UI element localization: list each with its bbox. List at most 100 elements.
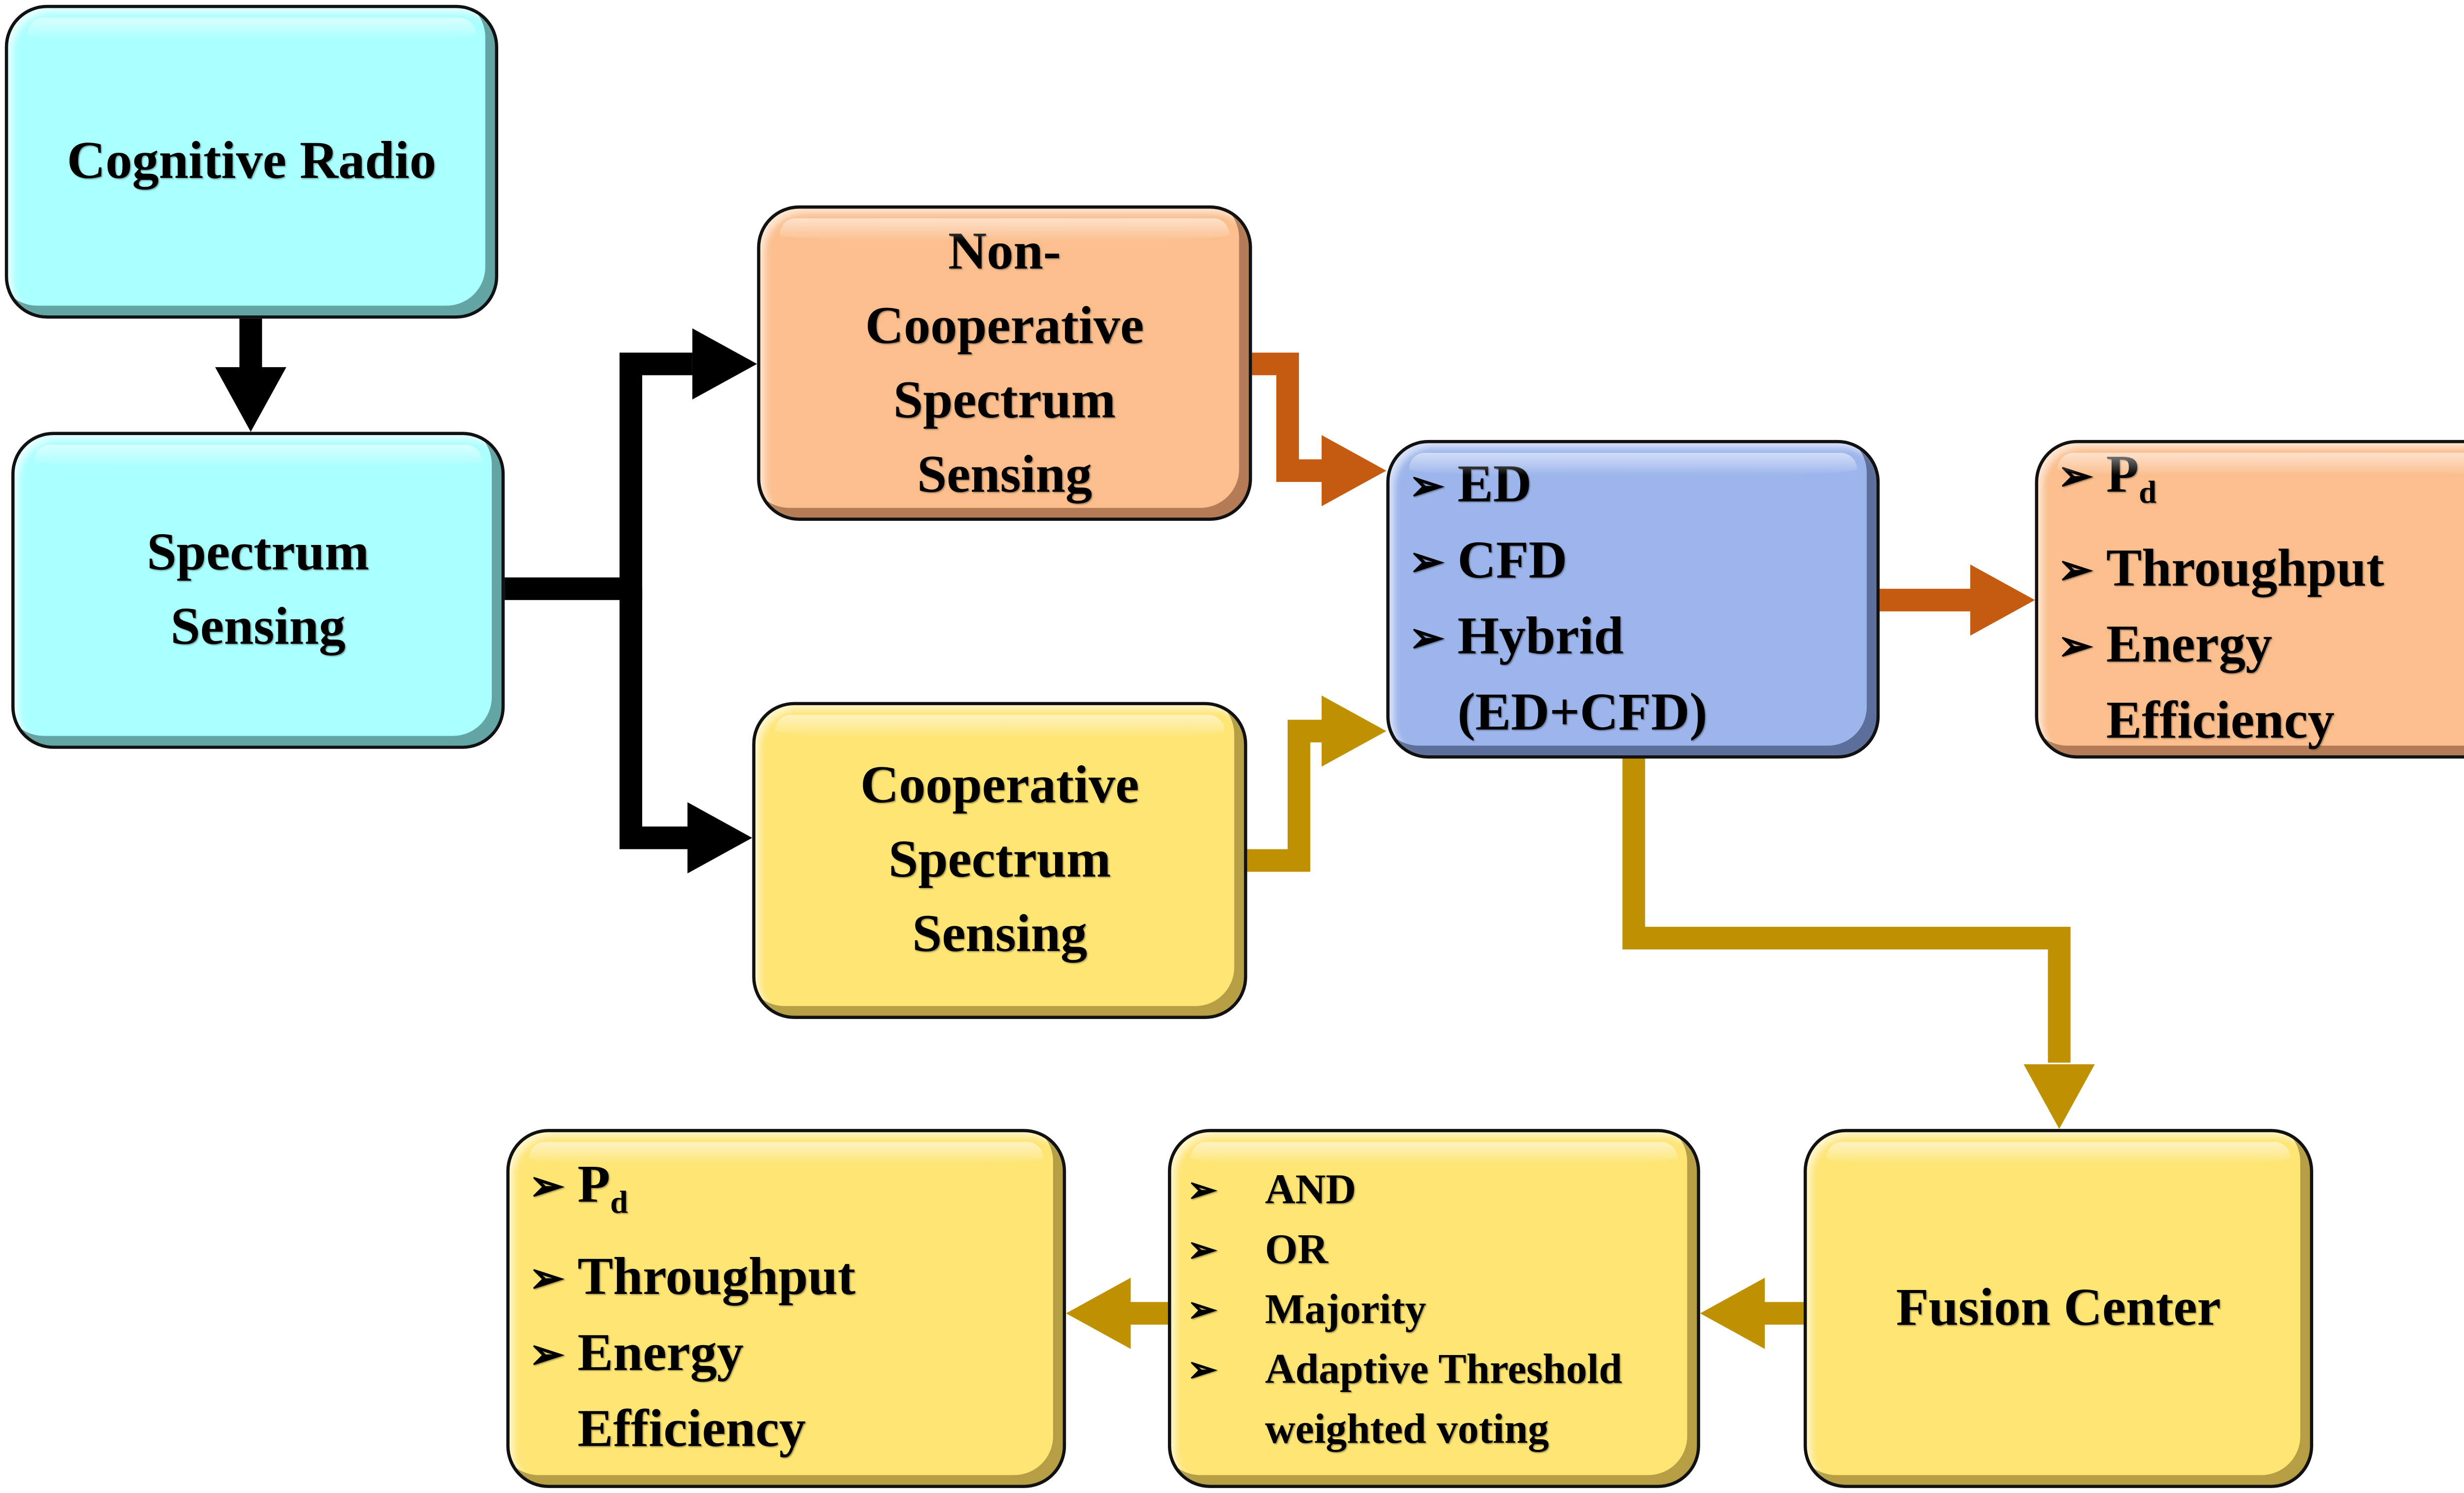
node-metrics-noncooperative[interactable]: ➢ Pd ➢Throughput ➢ Energy Efficiency: [2035, 440, 2464, 759]
item-text: weighted voting: [1265, 1404, 1549, 1452]
node-label-line: Spectrum: [146, 524, 370, 582]
list-item: ➢ Energy: [2057, 608, 2464, 684]
item-text: Hybrid: [1457, 607, 1624, 666]
item-text: Majority: [1265, 1285, 1426, 1332]
item-text: Throughput: [577, 1249, 856, 1308]
arrowhead-bullet-icon: ➢: [1187, 1348, 1217, 1389]
item-text: Energy: [2106, 616, 2272, 675]
connector-line: [1252, 352, 1330, 482]
node-cooperative-sensing[interactable]: Cooperative Spectrum Sensing: [752, 702, 1247, 1019]
item-text: ED: [1457, 455, 1532, 514]
arrowhead-icon: [687, 802, 753, 874]
connector-fusion-center-to-fusion-rules: [1700, 1278, 1804, 1349]
node-metrics-cooperative[interactable]: ➢ Pd ➢ Throughput ➢ Energy Efficiency: [506, 1129, 1066, 1488]
arrowhead-bullet-icon: ➢: [2057, 622, 2093, 670]
list-item: ➢ Pd: [2057, 439, 2464, 532]
arrowhead-bullet-icon: ➢: [529, 1255, 564, 1303]
node-detection-methods[interactable]: ➢ ED ➢ CFD ➢ Hybrid (ED+CFD): [1386, 440, 1880, 759]
connector-line: [1247, 719, 1330, 872]
node-fusion-center[interactable]: Fusion Center: [1803, 1129, 2313, 1488]
list-item: ➢ Energy: [529, 1317, 1062, 1393]
connector-cooperative-to-detection-methods: [1247, 695, 1387, 872]
item-text: CFD: [1457, 531, 1568, 590]
arrowhead-icon: [1970, 564, 2035, 636]
node-label-line: Sensing: [912, 906, 1088, 964]
item-text: Adaptive Threshold: [1265, 1345, 1622, 1392]
node-label-line: Sensing: [917, 445, 1093, 504]
list-item-continuation: Efficiency: [529, 1393, 1062, 1469]
pd-subscript: d: [2139, 475, 2157, 511]
item-text: Energy: [577, 1325, 744, 1384]
connector-cognitive-radio-to-spectrum-sensing: [215, 318, 287, 432]
connector-line: [1622, 758, 2071, 1063]
arrowhead-icon: [1066, 1278, 1131, 1349]
connector-spectrum-sensing-to-cooperative: [619, 588, 753, 874]
list-item: ➢Throughput: [2057, 532, 2464, 608]
node-non-cooperative-sensing[interactable]: Non- Cooperative Spectrum Sensing: [757, 205, 1252, 521]
list-item: ➢ Throughput: [529, 1241, 1062, 1317]
connector-detection-methods-to-metrics-noncoop: [1880, 564, 2035, 636]
metrics-list: ➢ Pd ➢ Throughput ➢ Energy Efficiency: [529, 1148, 1062, 1469]
list-item: ➢ OR: [1187, 1219, 1697, 1278]
list-item: ➢ Pd: [529, 1148, 1062, 1241]
arrowhead-bullet-icon: ➢: [1409, 538, 1444, 585]
item-text: AND: [1265, 1165, 1356, 1213]
node-label-line: Cooperative: [860, 757, 1139, 815]
arrowhead-icon: [1321, 695, 1387, 767]
list-item-continuation: weighted voting: [1187, 1398, 1697, 1458]
node-label-line: Spectrum: [888, 831, 1111, 890]
pd-main: P: [2106, 446, 2139, 505]
node-label-line: Cooperative: [865, 297, 1144, 355]
arrowhead-bullet-icon: ➢: [529, 1162, 564, 1209]
arrowhead-icon: [1321, 435, 1387, 507]
item-text: Throughput: [2106, 540, 2384, 599]
list-item-continuation: (ED+CFD): [1409, 675, 1877, 751]
pd-main: P: [577, 1155, 611, 1214]
metrics-list: ➢ Pd ➢Throughput ➢ Energy Efficiency: [2057, 439, 2464, 760]
arrowhead-bullet-icon: ➢: [1409, 613, 1444, 661]
node-cognitive-radio[interactable]: Cognitive Radio: [4, 4, 499, 319]
arrowhead-bullet-icon: ➢: [2057, 453, 2093, 500]
arrowhead-bullet-icon: ➢: [1187, 1228, 1217, 1269]
connector-fusion-rules-to-metrics-coop: [1066, 1278, 1168, 1349]
arrowhead-icon: [692, 328, 757, 400]
node-fusion-rules[interactable]: ➢ AND ➢ OR ➢ Majority ➢ Adaptive Threshold w…: [1167, 1129, 1700, 1488]
connector-spectrum-sensing-to-non-cooperative: [505, 328, 757, 600]
item-text: Efficiency: [577, 1401, 806, 1460]
item-text: OR: [1265, 1225, 1328, 1272]
connector-line: [505, 352, 692, 600]
pd-label: Pd: [2106, 439, 2156, 532]
pd-subscript: d: [610, 1185, 628, 1221]
arrowhead-bullet-icon: ➢: [1187, 1288, 1217, 1329]
connector-line: [619, 588, 692, 849]
list-item: ➢ CFD: [1409, 523, 1877, 599]
list-item-continuation: Efficiency: [2057, 684, 2464, 760]
detection-method-list: ➢ ED ➢ CFD ➢ Hybrid (ED+CFD): [1409, 447, 1877, 751]
connector-detection-methods-to-fusion-center: [1622, 758, 2095, 1129]
node-label: Fusion Center: [1896, 1279, 2221, 1338]
item-text: Efficiency: [2106, 692, 2335, 750]
arrowhead-icon: [2023, 1064, 2095, 1129]
list-item: ➢ Majority: [1187, 1279, 1697, 1338]
item-text: (ED+CFD): [1457, 683, 1708, 742]
arrowhead-icon: [215, 367, 287, 432]
connector-non-cooperative-to-detection-methods: [1252, 352, 1387, 507]
node-label: Cognitive Radio: [67, 133, 437, 191]
arrowhead-icon: [1700, 1278, 1765, 1349]
node-label-line: Spectrum: [893, 371, 1116, 430]
node-label-line: Non-: [948, 222, 1061, 281]
list-item: ➢ Adaptive Threshold: [1187, 1338, 1697, 1398]
arrowhead-bullet-icon: ➢: [1409, 462, 1444, 509]
arrowhead-bullet-icon: ➢: [529, 1331, 564, 1379]
list-item: ➢ Hybrid: [1409, 599, 1877, 675]
node-label-line: Sensing: [170, 598, 346, 657]
pd-label: Pd: [578, 1148, 628, 1241]
arrowhead-bullet-icon: ➢: [1187, 1168, 1217, 1209]
list-item: ➢ ED: [1409, 447, 1877, 523]
fusion-rule-list: ➢ AND ➢ OR ➢ Majority ➢ Adaptive Threshold w…: [1187, 1159, 1697, 1458]
node-spectrum-sensing[interactable]: Spectrum Sensing: [11, 432, 505, 749]
list-item: ➢ AND: [1187, 1159, 1697, 1219]
